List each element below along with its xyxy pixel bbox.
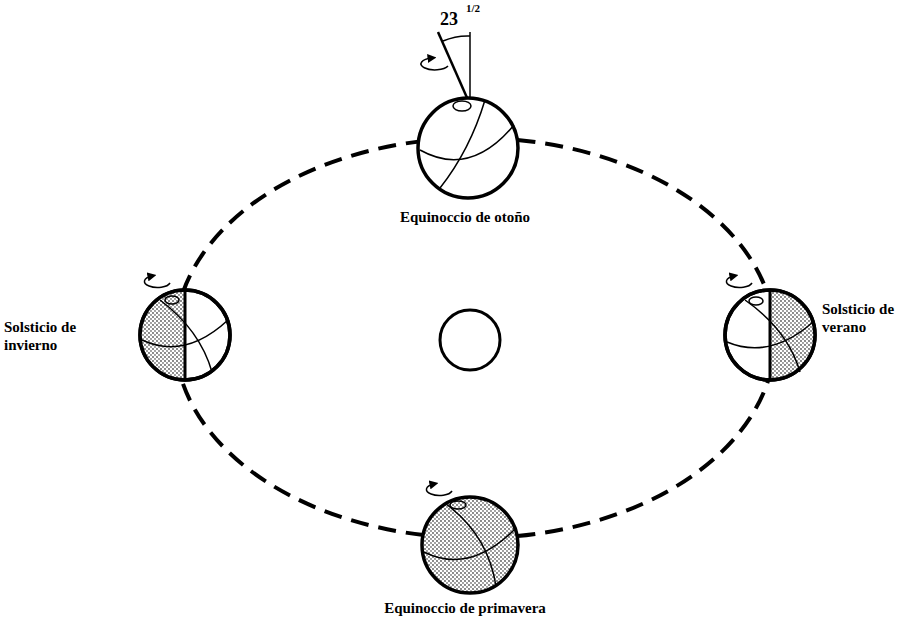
earth-globe <box>725 276 815 380</box>
earth-globe <box>422 484 518 593</box>
season-label: Solsticio de verano <box>822 300 918 336</box>
season-label: Equinoccio de primavera <box>345 599 585 617</box>
season-label: Equinoccio de otoño <box>365 208 565 226</box>
earth-globe <box>140 276 230 380</box>
earth-globe <box>418 32 518 198</box>
sun <box>440 310 500 370</box>
angle-fraction: 1/2 <box>466 2 496 15</box>
season-label: Solsticio de invierno <box>4 318 104 354</box>
angle-value: 23 <box>440 8 470 30</box>
